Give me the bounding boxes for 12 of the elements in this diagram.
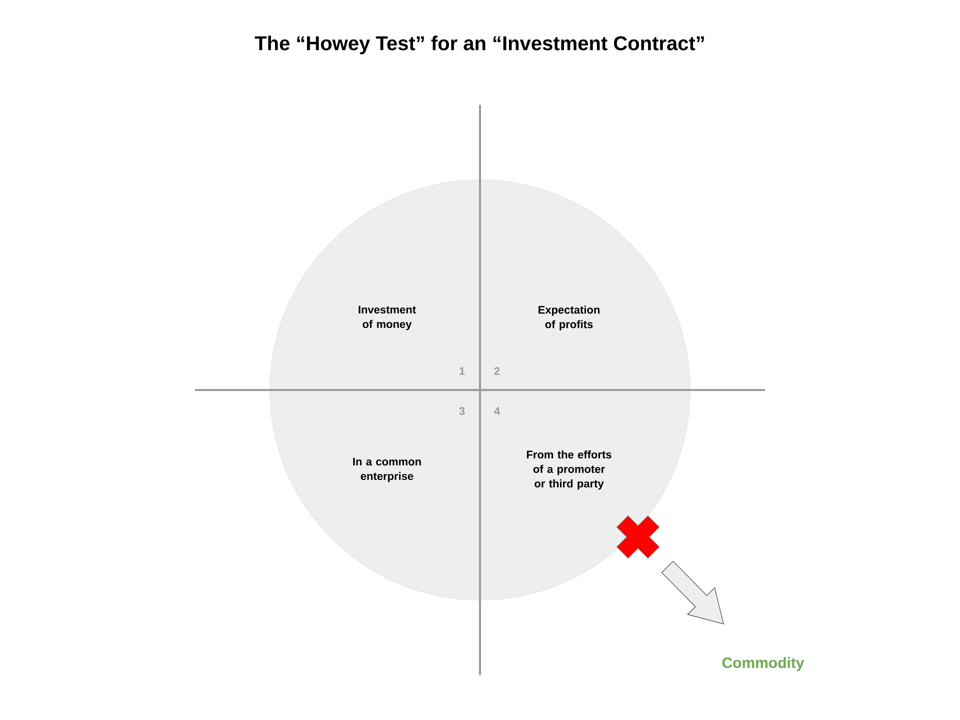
quadrant-number: 3: [459, 407, 465, 415]
quadrant-number: 1: [460, 367, 465, 375]
quadrant-text: Investment of money: [358, 306, 416, 330]
quadrant-number: 2: [494, 367, 500, 375]
cross-mark: [616, 515, 660, 559]
quadrant-number: 4: [494, 407, 500, 415]
circle: [270, 180, 690, 600]
category-label: Commodity: [722, 657, 804, 671]
quadrant-text: From the efforts of a promoter or third party: [526, 450, 612, 490]
quadrant-text: Expectation of profits: [538, 306, 600, 330]
title: The “Howey Test” for an “Investment Contract”: [254, 36, 704, 54]
quadrant-text: In a common enterprise: [353, 458, 421, 482]
